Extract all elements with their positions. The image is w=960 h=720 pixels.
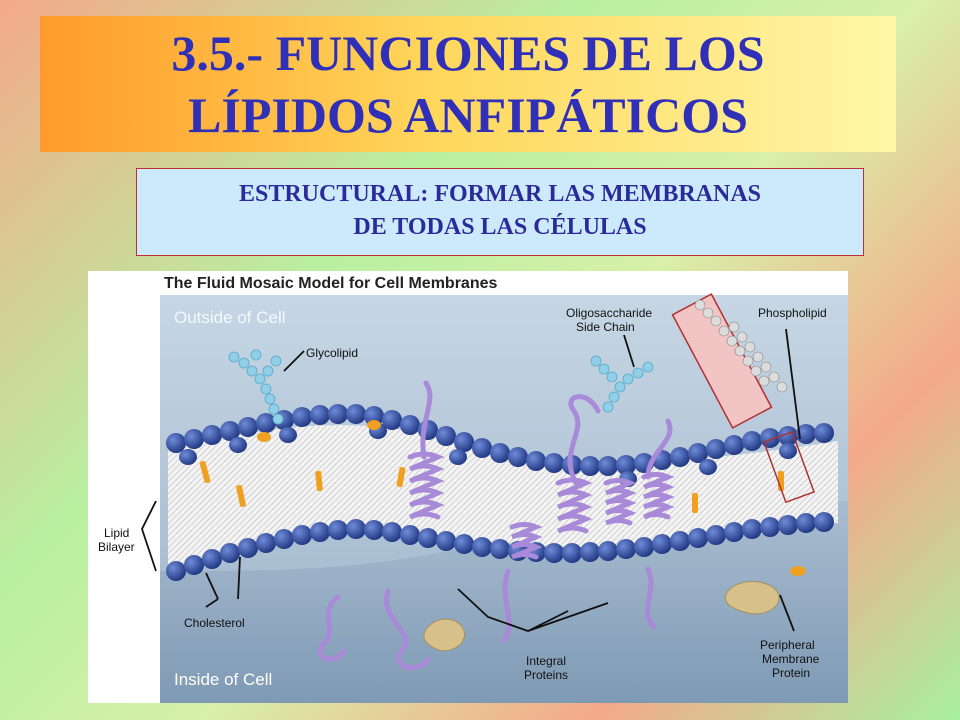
oligosaccharide-label-2: Side Chain [576,320,635,334]
integral-proteins-label-1: Integral [526,654,566,668]
peripheral-protein-label-3: Protein [772,666,810,680]
lipid-bilayer-label-2: Bilayer [98,540,135,554]
outside-of-cell-label: Outside of Cell [174,308,286,327]
peripheral-protein-label-1: Peripheral [760,638,815,652]
subtitle-line-2: DE TODAS LAS CÉLULAS [353,214,647,240]
peripheral-proteins [423,580,780,652]
inner-leaflet [166,512,834,581]
integral-proteins-label-2: Proteins [524,668,568,682]
glycolipid-label: Glycolipid [306,346,358,360]
peripheral-protein-label-2: Membrane [762,652,820,666]
phospholipid-label: Phospholipid [758,306,827,320]
diagram-title: The Fluid Mosaic Model for Cell Membrane… [164,275,497,292]
title-line-1: 3.5.- FUNCIONES DE LOS [171,25,765,81]
cholesterol-molecules [199,420,806,576]
fluid-mosaic-diagram: The Fluid Mosaic Model for Cell Membrane… [88,271,848,703]
carbohydrate-chains [228,349,654,425]
title-line-2: LÍPIDOS ANFIPÁTICOS [188,87,748,143]
lipid-bilayer-label-1: Lipid [104,526,129,540]
outer-leaflet [166,404,834,487]
oligosaccharide-label-1: Oligosaccharide [566,306,652,320]
leader-lines [141,328,801,632]
title-banner: 3.5.- FUNCIONES DE LOS LÍPIDOS ANFIPÁTIC… [40,16,896,152]
membrane-illustration: The Fluid Mosaic Model for Cell Membrane… [98,275,848,703]
integral-proteins [317,380,675,671]
subtitle-box: ESTRUCTURAL: FORMAR LAS MEMBRANAS DE TOD… [136,168,864,256]
phospholipid-zoom [671,293,816,504]
inside-of-cell-label: Inside of Cell [174,670,272,689]
subtitle-line-1: ESTRUCTURAL: FORMAR LAS MEMBRANAS [238,181,762,207]
cholesterol-label: Cholesterol [184,616,245,630]
